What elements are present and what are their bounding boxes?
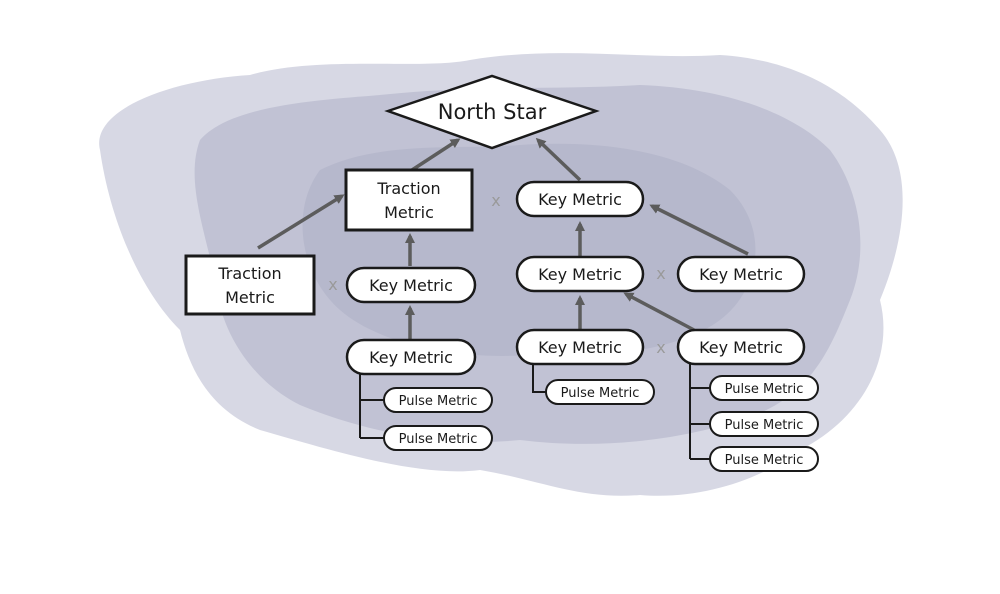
pulse-metric-node: Pulse Metric [709, 375, 819, 401]
multiply-mark: x [656, 264, 665, 283]
arrow-key-far-right-to-key-right [649, 204, 749, 256]
key-metric-label: Key Metric [538, 190, 622, 209]
arrow-key-right-to-north-star [535, 137, 582, 182]
key-metric-mid-node: Key Metric [515, 255, 645, 293]
multiply-mark: x [656, 338, 665, 357]
key-metric-label: Key Metric [538, 265, 622, 284]
key-metric-right-node: Key Metric [515, 180, 645, 218]
pulse-metric-node: Pulse Metric [383, 425, 493, 451]
traction-left-line1: Traction [217, 264, 281, 283]
pulse-metric-label: Pulse Metric [725, 418, 804, 433]
arrow-key-right-bottom-to-key-mid [623, 292, 695, 332]
traction-top-line2: Metric [384, 203, 434, 222]
pulse-metric-node: Pulse Metric [709, 411, 819, 437]
pulse-metric-label: Pulse Metric [725, 382, 804, 397]
arrow-traction-top-to-north-star [411, 138, 461, 172]
traction-left-line2: Metric [225, 288, 275, 307]
key-metric-label: Key Metric [699, 265, 783, 284]
pulse-metric-label: Pulse Metric [725, 453, 804, 468]
traction-metric-left-node: Traction Metric [184, 254, 316, 316]
pulse-metric-node: Pulse Metric [545, 379, 655, 405]
key-metric-mid-bottom-node: Key Metric [515, 328, 645, 366]
multiply-mark: x [491, 191, 500, 210]
key-metric-label: Key Metric [369, 276, 453, 295]
key-metric-right-bottom-node: Key Metric [676, 328, 806, 366]
key-metric-label: Key Metric [538, 338, 622, 357]
multiply-mark: x [328, 275, 337, 294]
pulse-metric-node: Pulse Metric [709, 446, 819, 472]
pulse-metric-label: Pulse Metric [561, 386, 640, 401]
key-metric-label: Key Metric [369, 348, 453, 367]
pulse-metric-label: Pulse Metric [399, 394, 478, 409]
key-metric-left-node: Key Metric [345, 266, 477, 304]
north-star-label: North Star [438, 100, 547, 124]
north-star-node: North Star [384, 74, 600, 150]
traction-top-line1: Traction [376, 179, 440, 198]
connections [257, 137, 749, 340]
key-metric-left-bottom-node: Key Metric [345, 338, 477, 376]
pulse-metric-label: Pulse Metric [399, 432, 478, 447]
key-metric-label: Key Metric [699, 338, 783, 357]
key-metric-far-right-node: Key Metric [676, 255, 806, 293]
pulse-metric-node: Pulse Metric [383, 387, 493, 413]
arrow-traction-left-to-traction-top [257, 194, 345, 250]
traction-metric-top-node: Traction Metric [344, 168, 474, 232]
